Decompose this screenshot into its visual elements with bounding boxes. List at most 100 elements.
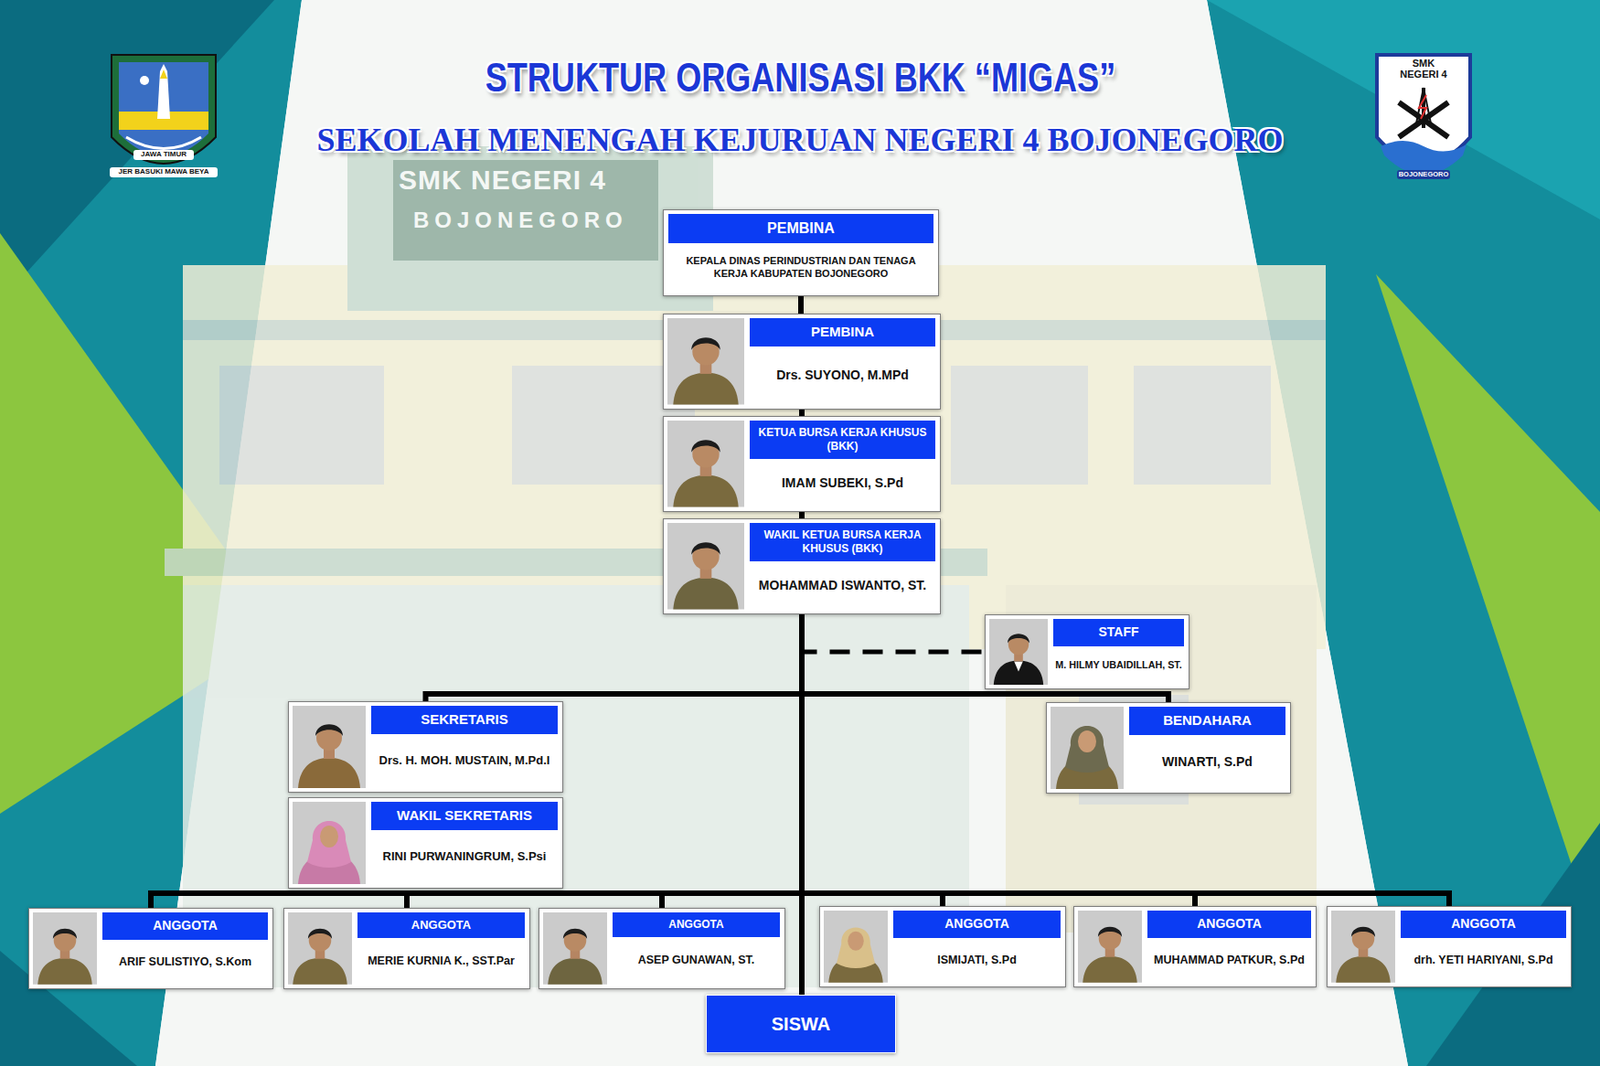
card-content: ANGGOTAISMIJATI, S.Pd — [891, 906, 1066, 987]
photo-head — [309, 928, 332, 952]
name-row: MOHAMMAD ISWANTO, ST. — [749, 561, 936, 610]
member-card: PEMBINA KEPALA DINAS PERINDUSTRIAN DAN TE… — [662, 209, 939, 297]
label-text: JER BASUKI MAWA BEYA — [109, 167, 218, 178]
member-card: BENDAHARA WINARTI, S.Pd — [1045, 702, 1291, 794]
person-name: ARIF SULISTIYO, S.Kom — [118, 955, 252, 971]
photo-body — [993, 661, 1044, 685]
portrait-photo — [1050, 706, 1124, 790]
label-text: BOJONEGORO — [413, 208, 661, 233]
connector — [661, 614, 802, 909]
photo-hair — [691, 542, 721, 555]
member-card: KETUA BURSA KERJA KHUSUS (BKK) IMAM SUBEK… — [662, 416, 941, 512]
photo-body — [1335, 956, 1391, 983]
building-photo — [164, 146, 1326, 988]
person-name: KEPALA DINAS PERINDUSTRIAN DAN TENAGA KE… — [670, 255, 932, 281]
card-content: BENDAHARA WINARTI, S.Pd — [1127, 703, 1291, 793]
photo-ground — [32, 912, 97, 985]
connector — [801, 614, 1450, 907]
photo-body — [37, 958, 93, 985]
role-header: WAKIL SEKRETARIS — [371, 801, 558, 831]
role-header: ANGGOTA — [1147, 910, 1312, 939]
photo-hair — [691, 439, 721, 452]
photo-ground — [288, 912, 352, 985]
card-content: PEMBINADrs. SUYONO, M.MPd — [747, 314, 940, 409]
role-header: ANGGOTA — [893, 910, 1061, 939]
photo-ground — [823, 910, 888, 983]
person-name: M. HILMY UBAIDILLAH, ST. — [1055, 659, 1182, 672]
photo-head — [1352, 927, 1376, 950]
portrait-photo — [32, 912, 97, 985]
role-header: WAKIL KETUA BURSA KERJA KHUSUS (BKK) — [749, 522, 936, 562]
portrait-photo — [667, 420, 745, 508]
photo-body — [547, 958, 603, 985]
role-header: PEMBINA — [668, 213, 934, 244]
name-row: ISMIJATI, S.Pd — [893, 938, 1061, 983]
photo-body — [298, 757, 361, 789]
photo-hijab — [836, 927, 875, 969]
photo-body — [1082, 956, 1138, 983]
card-content: PEMBINA KEPALA DINAS PERINDUSTRIAN DAN TE… — [663, 210, 939, 296]
portrait-photo — [288, 912, 352, 985]
card-content: ANGGOTAdrh. YETI HARIYANI, S.Pd — [1398, 906, 1571, 987]
member-card: ANGGOTAMUHAMMAD PATKUR, S.Pd — [1073, 906, 1317, 988]
card-content: WAKIL SEKRETARISRINI PURWANINGRUM, S.Psi — [369, 798, 563, 888]
role-header: BENDAHARA — [1129, 706, 1286, 736]
label-text: JAWA TIMUR — [133, 149, 194, 160]
role-header: KETUA BURSA KERJA KHUSUS (BKK) — [749, 420, 936, 459]
connector — [801, 614, 943, 907]
photo-frame — [663, 416, 748, 512]
role-header: STAFF — [1053, 618, 1184, 647]
label-text: SMK NEGERI 4 — [398, 164, 664, 195]
dashed-connector — [801, 614, 985, 653]
photo-ground — [543, 912, 608, 985]
photo-ground — [989, 618, 1048, 685]
portrait-photo — [667, 318, 745, 406]
person-name: MOHAMMAD ISWANTO, ST. — [758, 577, 927, 595]
photo-ground — [1050, 706, 1124, 790]
person-name: IMAM SUBEKI, S.Pd — [781, 475, 904, 492]
connector — [150, 614, 802, 909]
card-content: ANGGOTAASEP GUNAWAN, ST. — [610, 908, 785, 989]
photo-ground — [667, 522, 745, 610]
photo-face — [1077, 730, 1097, 753]
teal-corner — [1206, 0, 1600, 220]
person-name: WINARTI, S.Pd — [1162, 754, 1253, 771]
photo-frame — [288, 702, 370, 792]
photo-ground — [667, 318, 745, 406]
connector — [426, 614, 803, 703]
portrait-photo — [543, 912, 608, 985]
connector — [799, 614, 805, 996]
name-row: ARIF SULISTIYO, S.Kom — [102, 939, 268, 985]
member-card: ANGGOTAdrh. YETI HARIYANI, S.Pd — [1326, 906, 1572, 988]
school-logo — [1376, 54, 1471, 175]
person-name: Drs. SUYONO, M.MPd — [776, 367, 909, 384]
photo-body — [672, 577, 738, 610]
photo-frame — [985, 615, 1052, 689]
photo-frame — [663, 519, 748, 614]
name-row: KEPALA DINAS PERINDUSTRIAN DAN TENAGA KE… — [668, 243, 934, 292]
person-name: Drs. H. MOH. MUSTAIN, M.Pd.I — [379, 753, 551, 768]
card-content: STAFF M. HILMY UBAIDILLAH, ST. — [1051, 615, 1189, 689]
photo-face — [847, 931, 864, 951]
portrait-photo — [823, 910, 888, 983]
photo-face — [320, 825, 339, 848]
role-header: ANGGOTA — [612, 912, 780, 938]
label-text: SEKOLAH MENENGAH KEJURUAN NEGERI 4 BOJON… — [0, 122, 1600, 160]
photo-collar — [1013, 661, 1024, 672]
name-row: WINARTI, S.Pd — [1129, 735, 1286, 790]
role-header: ANGGOTA — [102, 912, 268, 940]
person-name: drh. YETI HARIYANI, S.Pd — [1413, 953, 1553, 969]
province-emblem — [111, 54, 216, 164]
photo-ground — [1331, 910, 1396, 983]
name-row: IMAM SUBEKI, S.Pd — [749, 458, 936, 508]
photo-head — [564, 928, 587, 952]
name-row: Drs. H. MOH. MUSTAIN, M.Pd.I — [371, 734, 558, 789]
name-row: M. HILMY UBAIDILLAH, ST. — [1053, 646, 1184, 685]
photo-hijab — [307, 821, 352, 868]
portrait-photo — [292, 801, 366, 885]
photo-hair — [1098, 927, 1122, 938]
member-card: SEKRETARISDrs. H. MOH. MUSTAIN, M.Pd.I — [288, 701, 564, 793]
card-content: ANGGOTAMERIE KURNIA K., SST.Par — [355, 908, 530, 989]
connector — [799, 409, 805, 417]
photo-hair — [308, 928, 332, 939]
